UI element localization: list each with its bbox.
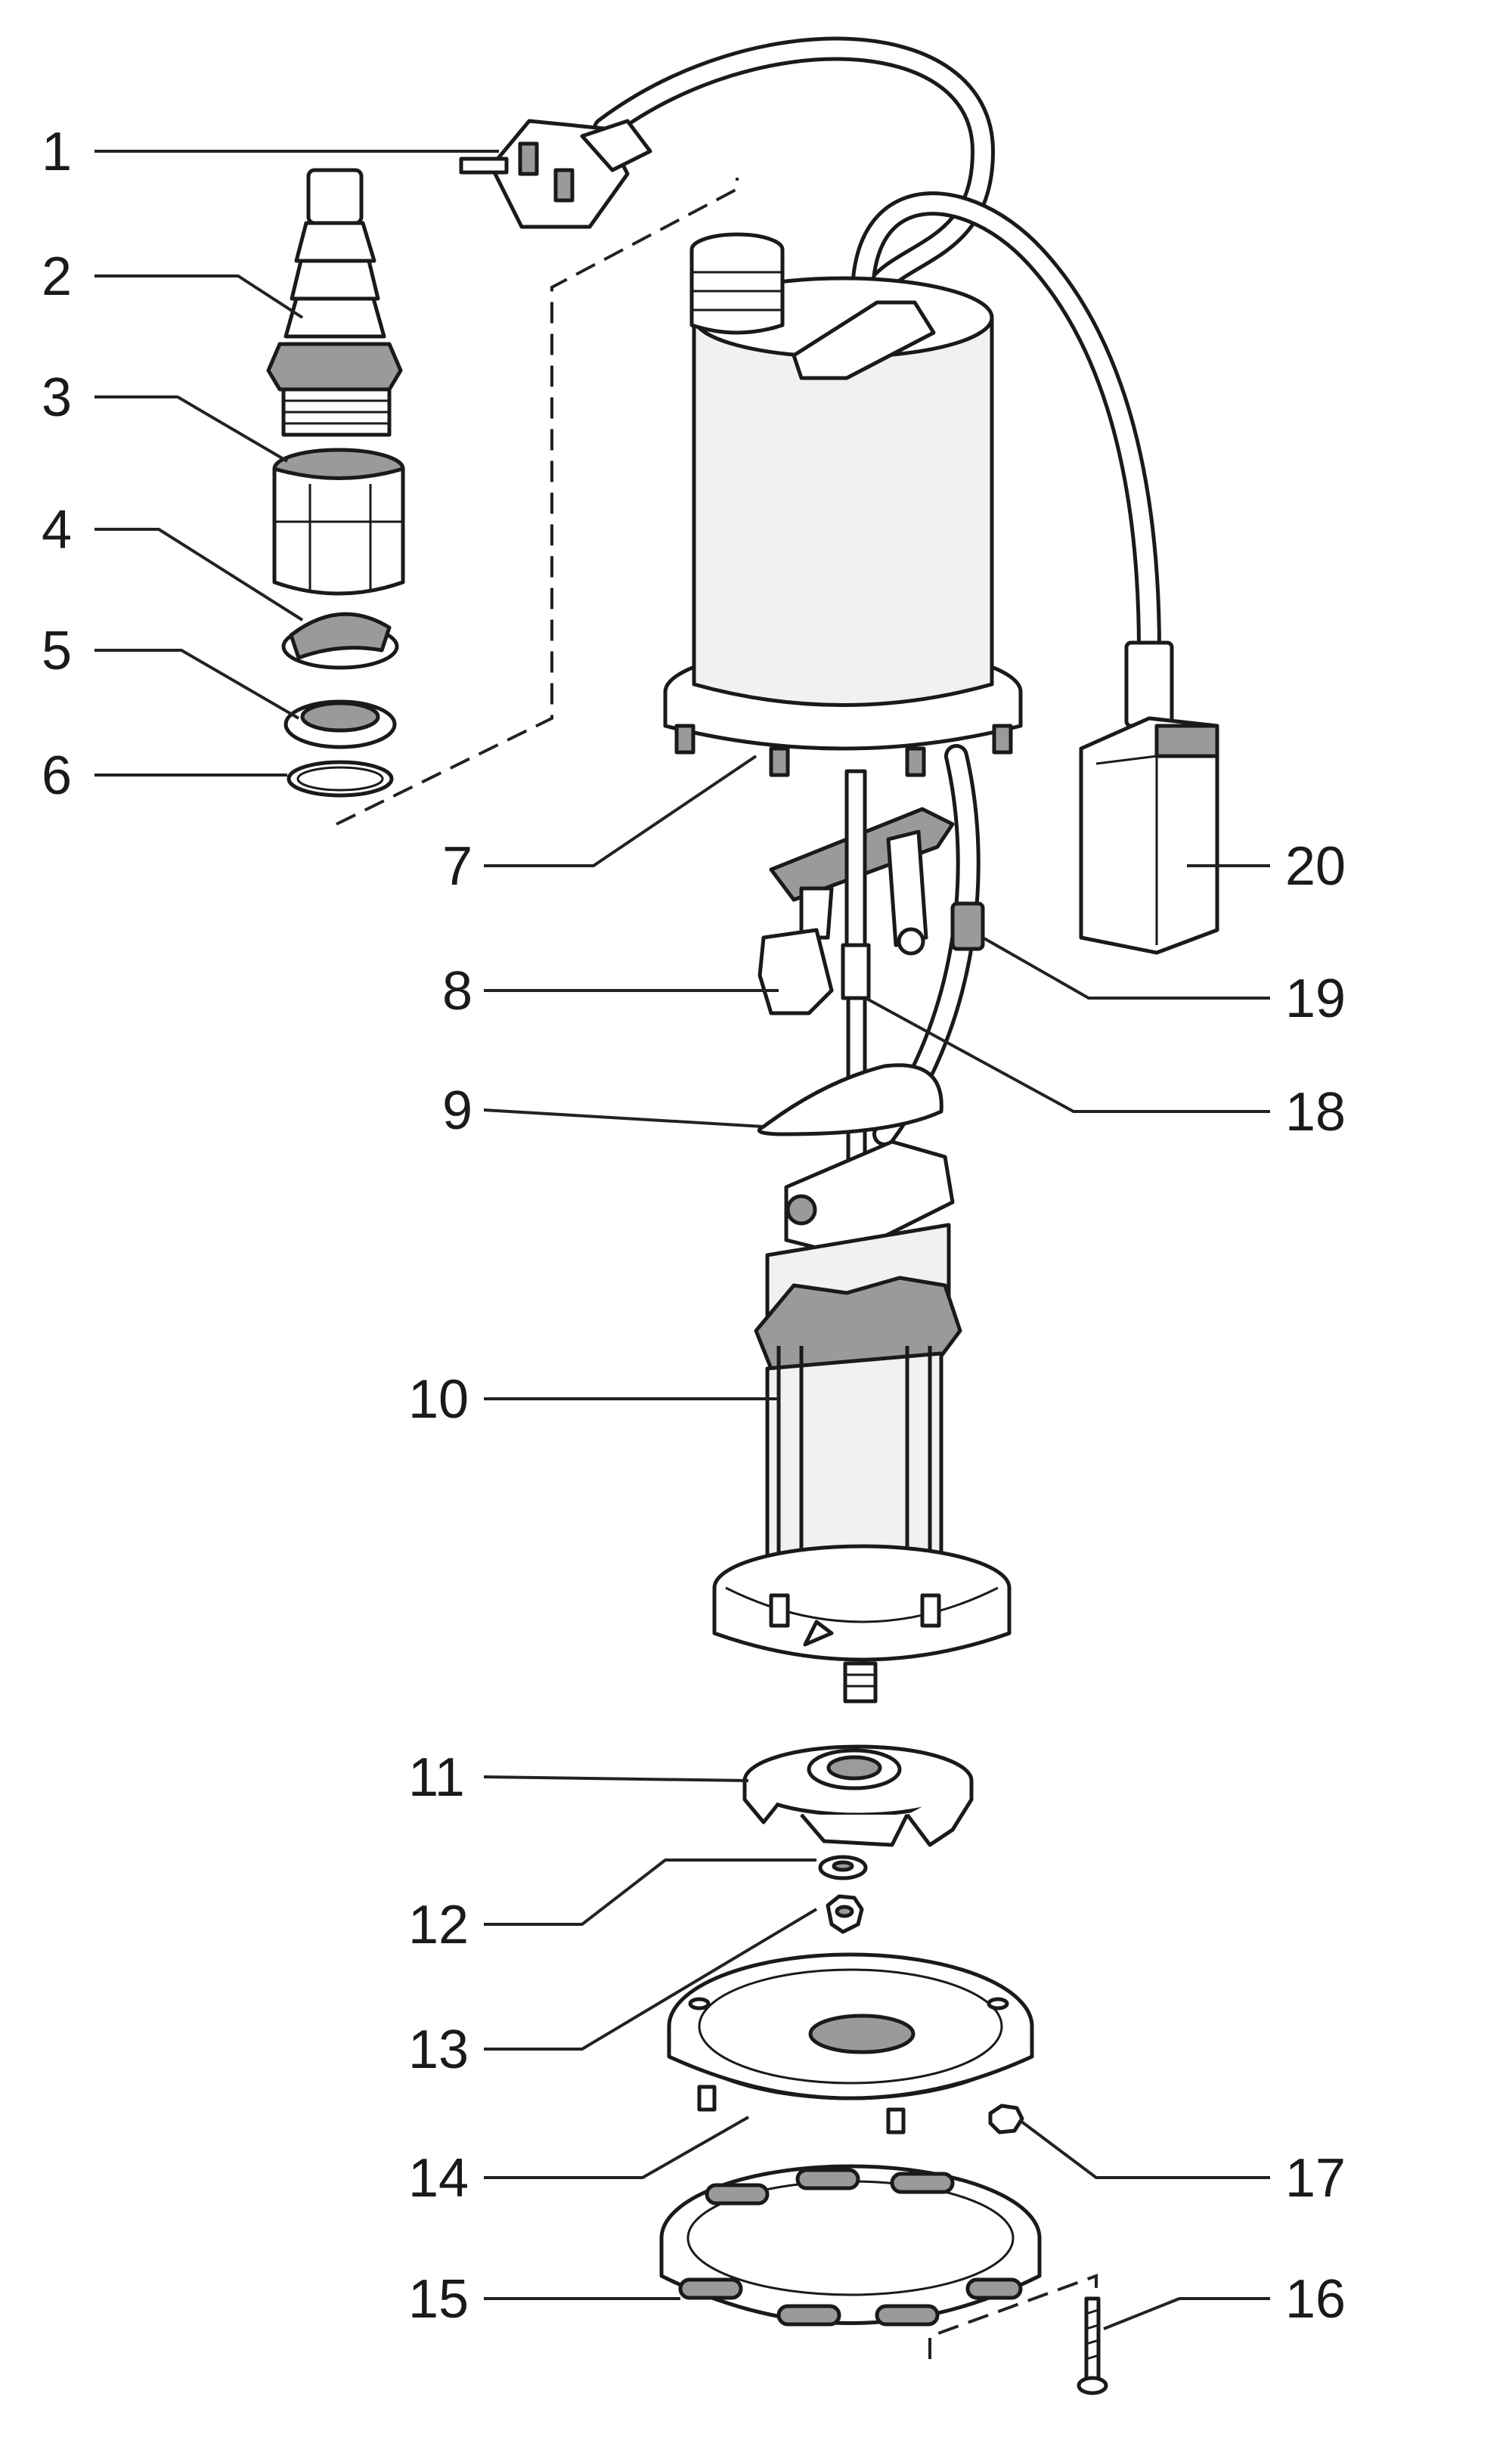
float-switch-part — [1079, 640, 1219, 955]
screw-part — [1077, 2296, 1108, 2395]
power-cable — [593, 36, 996, 299]
float-switch-cable — [850, 191, 1161, 662]
leader-lines — [94, 150, 1270, 2330]
part-label-7: 7 — [442, 836, 472, 897]
part-label-17: 17 — [1285, 2148, 1346, 2209]
gasket-part — [757, 1063, 943, 1136]
part-label-8: 8 — [442, 961, 472, 1022]
o-ring-part — [287, 760, 394, 798]
part-label-13: 13 — [408, 2020, 469, 2080]
part-label-16: 16 — [1285, 2269, 1346, 2330]
part-label-3: 3 — [42, 367, 72, 428]
part-label-18: 18 — [1285, 1082, 1346, 1142]
part-label-9: 9 — [442, 1080, 472, 1141]
check-valve-part — [281, 612, 399, 670]
part-label-1: 1 — [42, 122, 72, 182]
part-label-5: 5 — [42, 621, 72, 681]
union-nut-part — [272, 448, 405, 596]
part-label-14: 14 — [408, 2148, 469, 2209]
part-label-15: 15 — [408, 2269, 469, 2330]
part-label-6: 6 — [42, 746, 72, 806]
part-label-4: 4 — [42, 500, 72, 560]
part-label-2: 2 — [42, 246, 72, 307]
part-label-11: 11 — [408, 1747, 465, 1808]
small-nut-part — [988, 2104, 1024, 2135]
washer-part — [818, 1855, 868, 1880]
part-label-20: 20 — [1285, 836, 1346, 897]
part-label-10: 10 — [408, 1369, 469, 1430]
plug-part — [459, 119, 652, 229]
assembly-guide-upper — [336, 178, 739, 826]
assembly-guide-lower — [928, 2274, 1098, 2359]
drive-shaft-part — [841, 769, 871, 1182]
seal-ring-part — [284, 699, 397, 749]
base-plate-part — [667, 1952, 1034, 2135]
pump-body-part — [712, 1139, 1012, 1704]
nut-part — [826, 1894, 864, 1934]
impeller-part — [742, 1744, 974, 1847]
part-label-12: 12 — [408, 1895, 469, 1955]
hose-tail-part — [266, 168, 403, 437]
motor-housing-part — [663, 232, 1023, 777]
strainer-base-part — [659, 2164, 1042, 2327]
part-label-19: 19 — [1285, 969, 1346, 1029]
part-labels: 1 2 3 4 5 6 7 8 9 10 11 12 13 14 15 16 1… — [42, 122, 1346, 2330]
